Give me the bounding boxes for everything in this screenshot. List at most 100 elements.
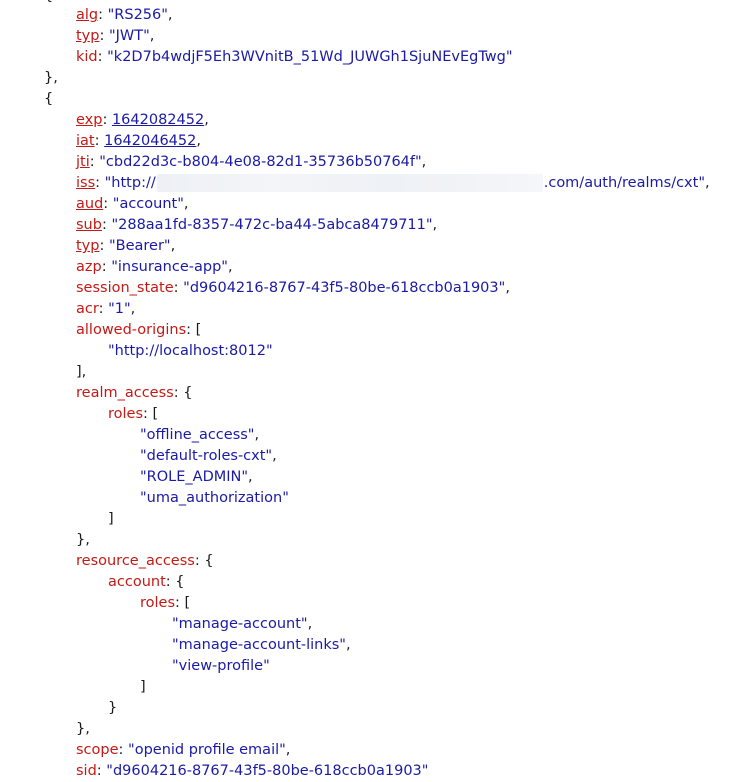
json-line: },	[76, 719, 90, 740]
json-key: realm_access	[76, 385, 174, 401]
close-bracket: ]	[140, 679, 146, 695]
json-string: "288aa1fd-8357-472c-ba44-5abca8479711"	[111, 217, 433, 233]
json-string: "ROLE_ADMIN"	[140, 469, 249, 485]
colon: :	[99, 28, 109, 44]
json-key: iss	[76, 175, 96, 191]
comma: ,	[170, 238, 176, 254]
json-line-azp: azp: "insurance-app",	[76, 257, 233, 278]
comma: ,	[167, 7, 173, 23]
json-key: roles	[140, 595, 176, 611]
json-key: sub	[76, 217, 102, 233]
open-brace: {	[44, 91, 54, 107]
json-key: jti	[76, 154, 90, 170]
json-line-array-item: "http://localhost:8012"	[108, 341, 273, 362]
json-string: "JWT"	[108, 28, 150, 44]
comma: ,	[432, 217, 438, 233]
colon: :	[95, 175, 105, 191]
json-string: "view-profile"	[172, 658, 270, 674]
json-line-array-item: "manage-account-links",	[172, 635, 351, 656]
json-string: "http://	[104, 175, 156, 191]
colon: :	[101, 259, 112, 275]
colon: :	[194, 553, 205, 569]
comma: ,	[183, 196, 189, 212]
comma: ,	[196, 133, 201, 149]
json-line-alg: alg: "RS256",	[76, 5, 173, 26]
json-line-array-item: "uma_authorization"	[140, 488, 289, 509]
comma: ,	[505, 280, 510, 296]
colon: :	[98, 7, 108, 23]
colon: :	[101, 217, 112, 233]
colon: :	[99, 238, 109, 254]
colon: :	[98, 301, 109, 317]
comma: ,	[248, 469, 253, 485]
colon: :	[97, 49, 108, 65]
json-string: "d9604216-8767-43f5-80be-618ccb0a1903"	[183, 280, 506, 296]
json-string: "http://localhost:8012"	[108, 343, 273, 359]
json-line: ]	[108, 509, 114, 530]
json-line: {	[44, 89, 53, 110]
comma: ,	[130, 301, 136, 317]
close-brace: },	[76, 532, 90, 548]
json-string: "default-roles-cxt"	[140, 448, 273, 464]
colon: :	[94, 133, 105, 149]
colon: :	[173, 385, 184, 401]
comma: ,	[704, 175, 710, 191]
colon: :	[175, 595, 185, 611]
timestamp-link[interactable]: 1642082452	[111, 112, 205, 128]
json-line: ]	[140, 677, 146, 698]
json-key: typ	[76, 28, 100, 44]
open-brace: {	[175, 574, 185, 590]
json-key: account	[108, 574, 166, 590]
colon: :	[96, 763, 107, 779]
open-brace: {	[204, 553, 214, 569]
json-line-array-item: "view-profile"	[172, 656, 270, 677]
comma: ,	[421, 154, 427, 170]
close-brace: },	[44, 70, 58, 86]
json-line-array-item: "manage-account",	[172, 614, 312, 635]
close-brace: },	[76, 721, 90, 737]
close-bracket: ]	[108, 511, 114, 527]
json-string: "manage-account-links"	[172, 637, 346, 653]
json-line-sub: sub: "288aa1fd-8357-472c-ba44-5abca84797…	[76, 215, 437, 236]
json-line: },	[76, 530, 90, 551]
json-key: iat	[76, 133, 95, 149]
open-bracket: [	[184, 595, 191, 611]
timestamp-link[interactable]: 1642046452	[104, 133, 197, 149]
json-key: resource_access	[76, 553, 195, 569]
colon: :	[165, 574, 176, 590]
json-key: alg	[76, 7, 99, 23]
json-line-realm-access: realm_access: {	[76, 383, 192, 404]
json-line-typ: typ: "JWT",	[76, 26, 154, 47]
json-string: "d9604216-8767-43f5-80be-618ccb0a1903"	[106, 763, 429, 779]
json-key: kid	[76, 49, 98, 65]
open-bracket: [	[195, 322, 202, 338]
json-line: },	[44, 68, 58, 89]
json-line-jti: jti: "cbd22d3c-b804-4e08-82d1-35736b5076…	[76, 152, 426, 173]
json-key: typ	[76, 238, 100, 254]
open-brace: {	[183, 385, 193, 401]
colon: :	[186, 322, 196, 338]
json-line: }	[108, 698, 117, 719]
redacted-blur	[156, 174, 543, 192]
json-line-scope: scope: "openid profile email",	[76, 740, 290, 761]
json-string: "account"	[112, 196, 184, 212]
colon: :	[89, 154, 100, 170]
json-key: acr	[76, 301, 99, 317]
colon: :	[143, 406, 153, 422]
json-line-iss: iss: "http://.com/auth/realms/cxt",	[76, 173, 710, 194]
json-key: azp	[76, 259, 102, 275]
comma: ,	[204, 112, 209, 128]
json-line-resource-access: resource_access: {	[76, 551, 214, 572]
json-string: "uma_authorization"	[140, 490, 289, 506]
comma: ,	[307, 616, 313, 632]
json-line-kid: kid: "k2D7b4wdjF5Eh3WVnitB_51Wd_JUWGh1Sj…	[76, 47, 513, 68]
json-key: session_state	[76, 280, 174, 296]
json-string: "manage-account"	[172, 616, 308, 632]
json-key: exp	[76, 112, 103, 128]
json-line-roles: roles: [	[140, 593, 190, 614]
json-string: "1"	[108, 301, 131, 317]
json-line-typ: typ: "Bearer",	[76, 236, 175, 257]
json-key: roles	[108, 406, 144, 422]
json-string: "RS256"	[107, 7, 168, 23]
